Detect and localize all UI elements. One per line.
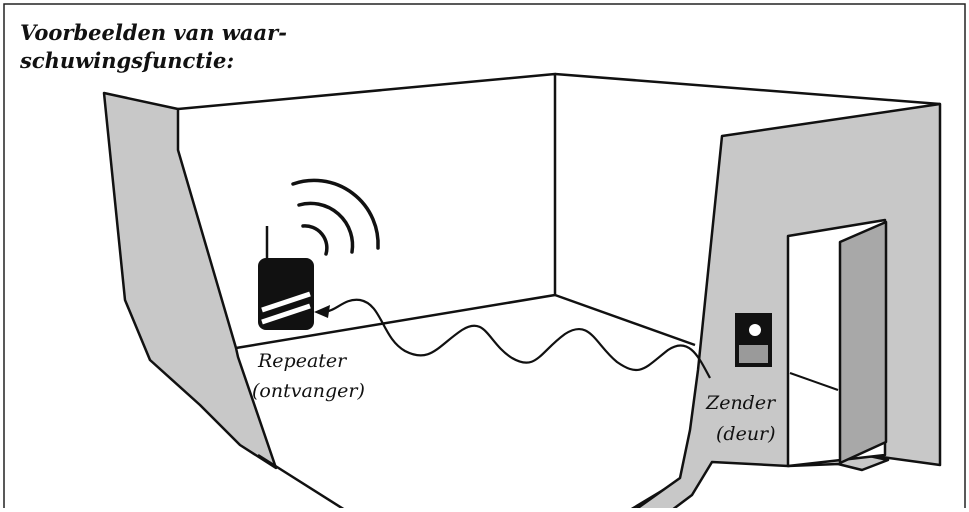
signal-arrow-head	[314, 305, 330, 318]
repeater-device-icon[interactable]	[258, 226, 314, 330]
sender-label: Zender	[706, 394, 775, 413]
sender-sublabel: (deur)	[716, 425, 776, 444]
signal-wave-line	[325, 300, 710, 378]
left-wall	[104, 93, 276, 468]
wifi-signal-icon	[293, 180, 378, 254]
repeater-sublabel: (ontvanger)	[252, 382, 365, 401]
repeater-label: Repeater	[258, 352, 346, 371]
floor-edge-left	[258, 455, 345, 508]
diagram-title-line-1: Voorbeelden van waar-	[20, 22, 287, 43]
back-wall-left	[178, 74, 555, 348]
diagram-title-line-2: schuwingsfunctie:	[20, 50, 234, 71]
door-leaf[interactable]	[840, 222, 886, 463]
back-wall-top-right	[555, 74, 940, 104]
floor-corner-line	[555, 295, 695, 345]
door-sender-icon[interactable]	[736, 314, 771, 366]
